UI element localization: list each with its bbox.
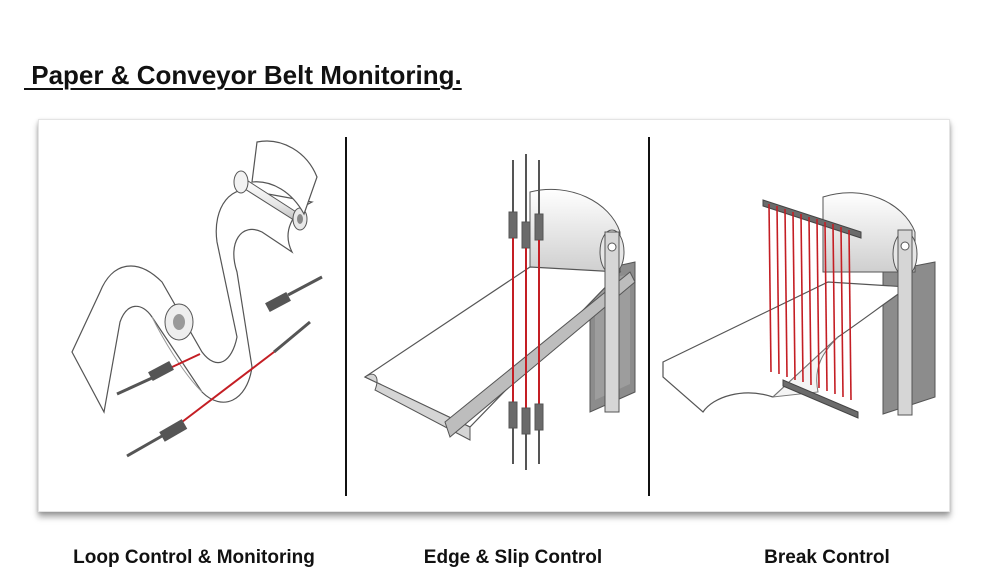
sensor-pair-lower [126,320,311,458]
panel-divider-2 [648,137,650,496]
caption-edge-slip-control: Edge & Slip Control [423,547,603,568]
page-title: Paper & Conveyor Belt Monitoring. [24,60,462,90]
support-post [604,231,620,413]
light-curtain-top [762,199,862,239]
panel-divider-1 [345,137,347,496]
break-control-illustration [662,192,936,419]
edge-slip-control-illustration [363,154,636,470]
fiber-sensors-bottom [508,401,544,470]
support-post [897,229,913,416]
caption-break-control: Break Control [764,547,890,568]
caption-loop-control: Loop Control & Monitoring [73,547,315,568]
sensor-pair-upper [116,275,323,396]
light-beams [512,238,540,408]
light-curtain-bottom [782,379,859,419]
loop-control-illustration [71,140,323,458]
bottom-roll [164,303,194,341]
light-curtain-beams [768,203,852,401]
